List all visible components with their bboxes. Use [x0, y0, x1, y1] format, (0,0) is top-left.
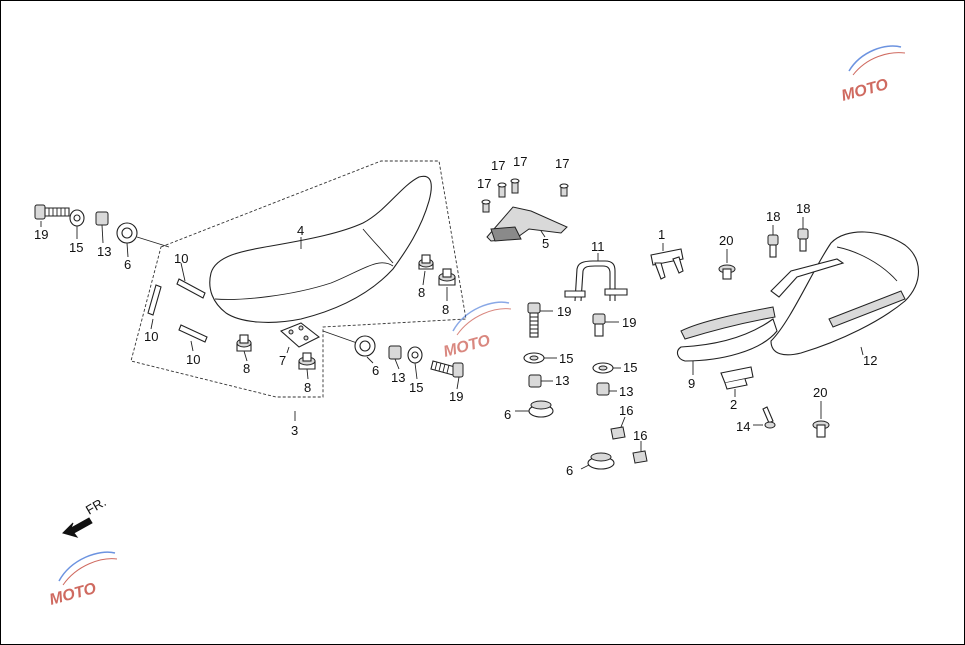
front-direction-label: FR. [83, 494, 109, 517]
rubber-dampers [236, 254, 456, 370]
callout-20: 20 [719, 233, 733, 248]
seat-assembly-outline [130, 160, 467, 398]
callout-16: 16 [619, 403, 633, 418]
callout-7: 7 [279, 353, 286, 368]
callout-labels: 19 15 13 6 4 10 10 10 8 8 8 8 7 3 6 13 1… [34, 154, 877, 478]
callout-15: 15 [69, 240, 83, 255]
side-cover-9 [676, 306, 778, 362]
callout-19: 19 [449, 389, 463, 404]
callout-12: 12 [863, 353, 877, 368]
tail-cover-12 [770, 231, 919, 356]
leader-lines [40, 217, 864, 470]
callout-1: 1 [658, 227, 665, 242]
callout-17: 17 [477, 176, 491, 191]
watermark-text: MOTO [442, 332, 493, 361]
watermark-text: MOTO [840, 76, 891, 105]
watermark-middle: MOTO [442, 301, 512, 361]
seat [209, 175, 432, 323]
watermark-bottom-left: MOTO [48, 551, 118, 609]
callout-19: 19 [557, 304, 571, 319]
callout-5: 5 [542, 236, 549, 251]
seat-strips [147, 278, 208, 343]
callout-16: 16 [633, 428, 647, 443]
bolt-stack-center-right [587, 313, 615, 470]
callout-17: 17 [555, 156, 569, 171]
callout-17: 17 [491, 158, 505, 173]
callout-6: 6 [504, 407, 511, 422]
bracket-5 [481, 178, 569, 242]
callout-9: 9 [688, 376, 695, 391]
callout-8: 8 [243, 361, 250, 376]
callout-10: 10 [174, 251, 188, 266]
bolt-stack-left [34, 204, 170, 248]
callout-18: 18 [796, 201, 810, 216]
callout-10: 10 [144, 329, 158, 344]
callout-13: 13 [555, 373, 569, 388]
callout-19: 19 [34, 227, 48, 242]
bolt-stack-center-left [523, 302, 554, 418]
watermark-text: MOTO [48, 580, 99, 609]
callout-13: 13 [619, 384, 633, 399]
bracket-1 [650, 248, 684, 280]
callout-15: 15 [409, 380, 423, 395]
callout-2: 2 [730, 397, 737, 412]
clips-16 [610, 426, 648, 464]
callout-15: 15 [623, 360, 637, 375]
callout-8: 8 [442, 302, 449, 317]
front-direction-arrow: FR. [62, 494, 109, 538]
callout-19: 19 [622, 315, 636, 330]
bracket-11 [564, 260, 628, 302]
callout-11: 11 [591, 239, 605, 254]
callout-6: 6 [372, 363, 379, 378]
seat-bracket [279, 322, 321, 348]
callout-13: 13 [97, 244, 111, 259]
callout-6: 6 [124, 257, 131, 272]
callout-10: 10 [186, 352, 200, 367]
callout-20: 20 [813, 385, 827, 400]
callout-15: 15 [559, 351, 573, 366]
bracket-2 [720, 366, 754, 390]
callout-8: 8 [304, 380, 311, 395]
callout-8: 8 [418, 285, 425, 300]
callout-3: 3 [291, 423, 298, 438]
callout-13: 13 [391, 370, 405, 385]
callout-18: 18 [766, 209, 780, 224]
bolt-stack-middle [322, 330, 464, 378]
callout-17: 17 [513, 154, 527, 169]
callout-14: 14 [736, 419, 750, 434]
callout-4: 4 [297, 223, 304, 238]
callout-6: 6 [566, 463, 573, 478]
watermark-top-right: MOTO [840, 45, 906, 105]
